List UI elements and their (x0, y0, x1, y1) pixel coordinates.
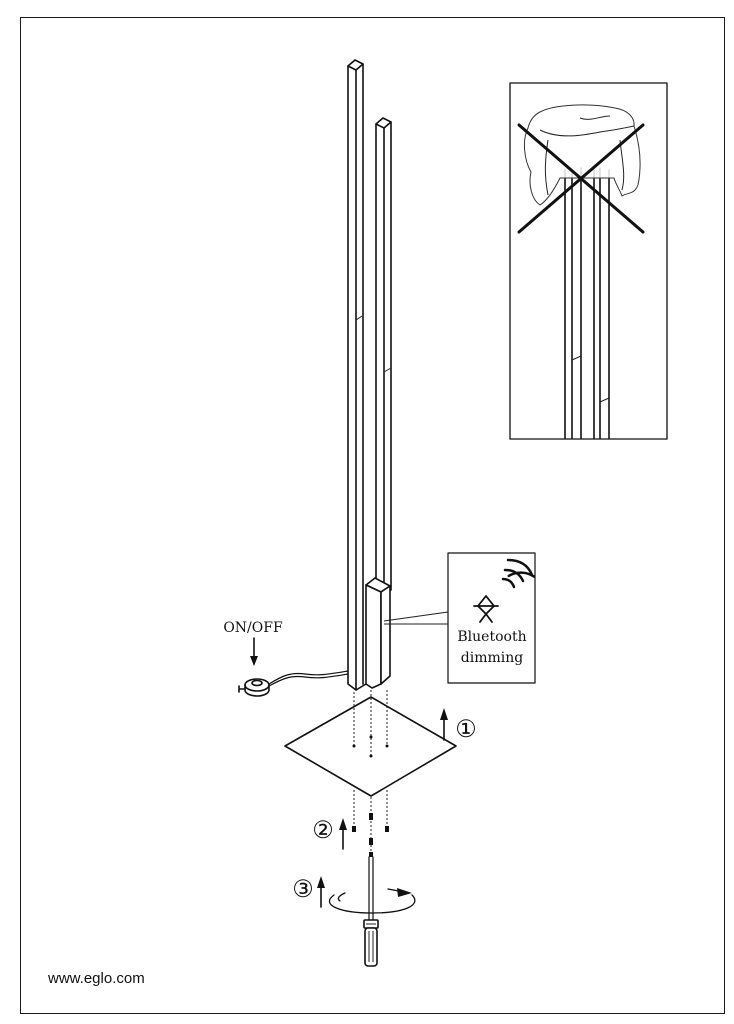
screwdriver-icon (363, 852, 379, 967)
signal-waves-icon (501, 558, 536, 589)
instruction-page-frame (20, 17, 725, 1014)
step-2: ② (312, 816, 347, 850)
guide-lines-lower (353, 790, 388, 855)
step-1: ① (440, 708, 477, 743)
up-arrow-icon (440, 708, 448, 741)
down-arrow-icon (250, 637, 258, 666)
cloth-cover-icon (523, 104, 641, 206)
screws (352, 813, 389, 845)
bluetooth-label-line2: dimming (461, 650, 523, 666)
footer-url[interactable]: www.eglo.com (48, 970, 145, 987)
up-arrow-icon (339, 818, 347, 850)
warning-inset (509, 82, 668, 440)
base-plate (284, 696, 457, 797)
control-box (355, 577, 391, 691)
step-1-number: ① (455, 715, 477, 743)
bluetooth-callout: Bluetooth dimming (447, 552, 536, 684)
on-off-label: ON/OFF (223, 620, 283, 636)
up-arrow-icon (317, 876, 325, 908)
lamp-post-tall (347, 59, 364, 691)
rotate-arrow-icon (328, 888, 416, 914)
guide-lines-upper (352, 690, 389, 758)
foot-switch-icon (238, 678, 270, 697)
prohibited-cross-icon (517, 123, 645, 234)
lamp-posts-inset (564, 167, 610, 439)
screw-icon (369, 838, 373, 845)
screw-icon (385, 826, 389, 832)
bluetooth-leader-line (383, 611, 449, 625)
lamp-post-short (375, 117, 392, 591)
on-off-switch: ON/OFF (223, 620, 349, 697)
step-3: ③ (292, 875, 416, 914)
bluetooth-icon (473, 595, 499, 623)
step-2-number: ② (312, 816, 334, 844)
power-cord (268, 670, 349, 687)
bluetooth-label-line1: Bluetooth (457, 629, 526, 645)
screw-icon (369, 813, 373, 820)
screw-icon (352, 826, 356, 832)
step-3-number: ③ (292, 875, 314, 903)
